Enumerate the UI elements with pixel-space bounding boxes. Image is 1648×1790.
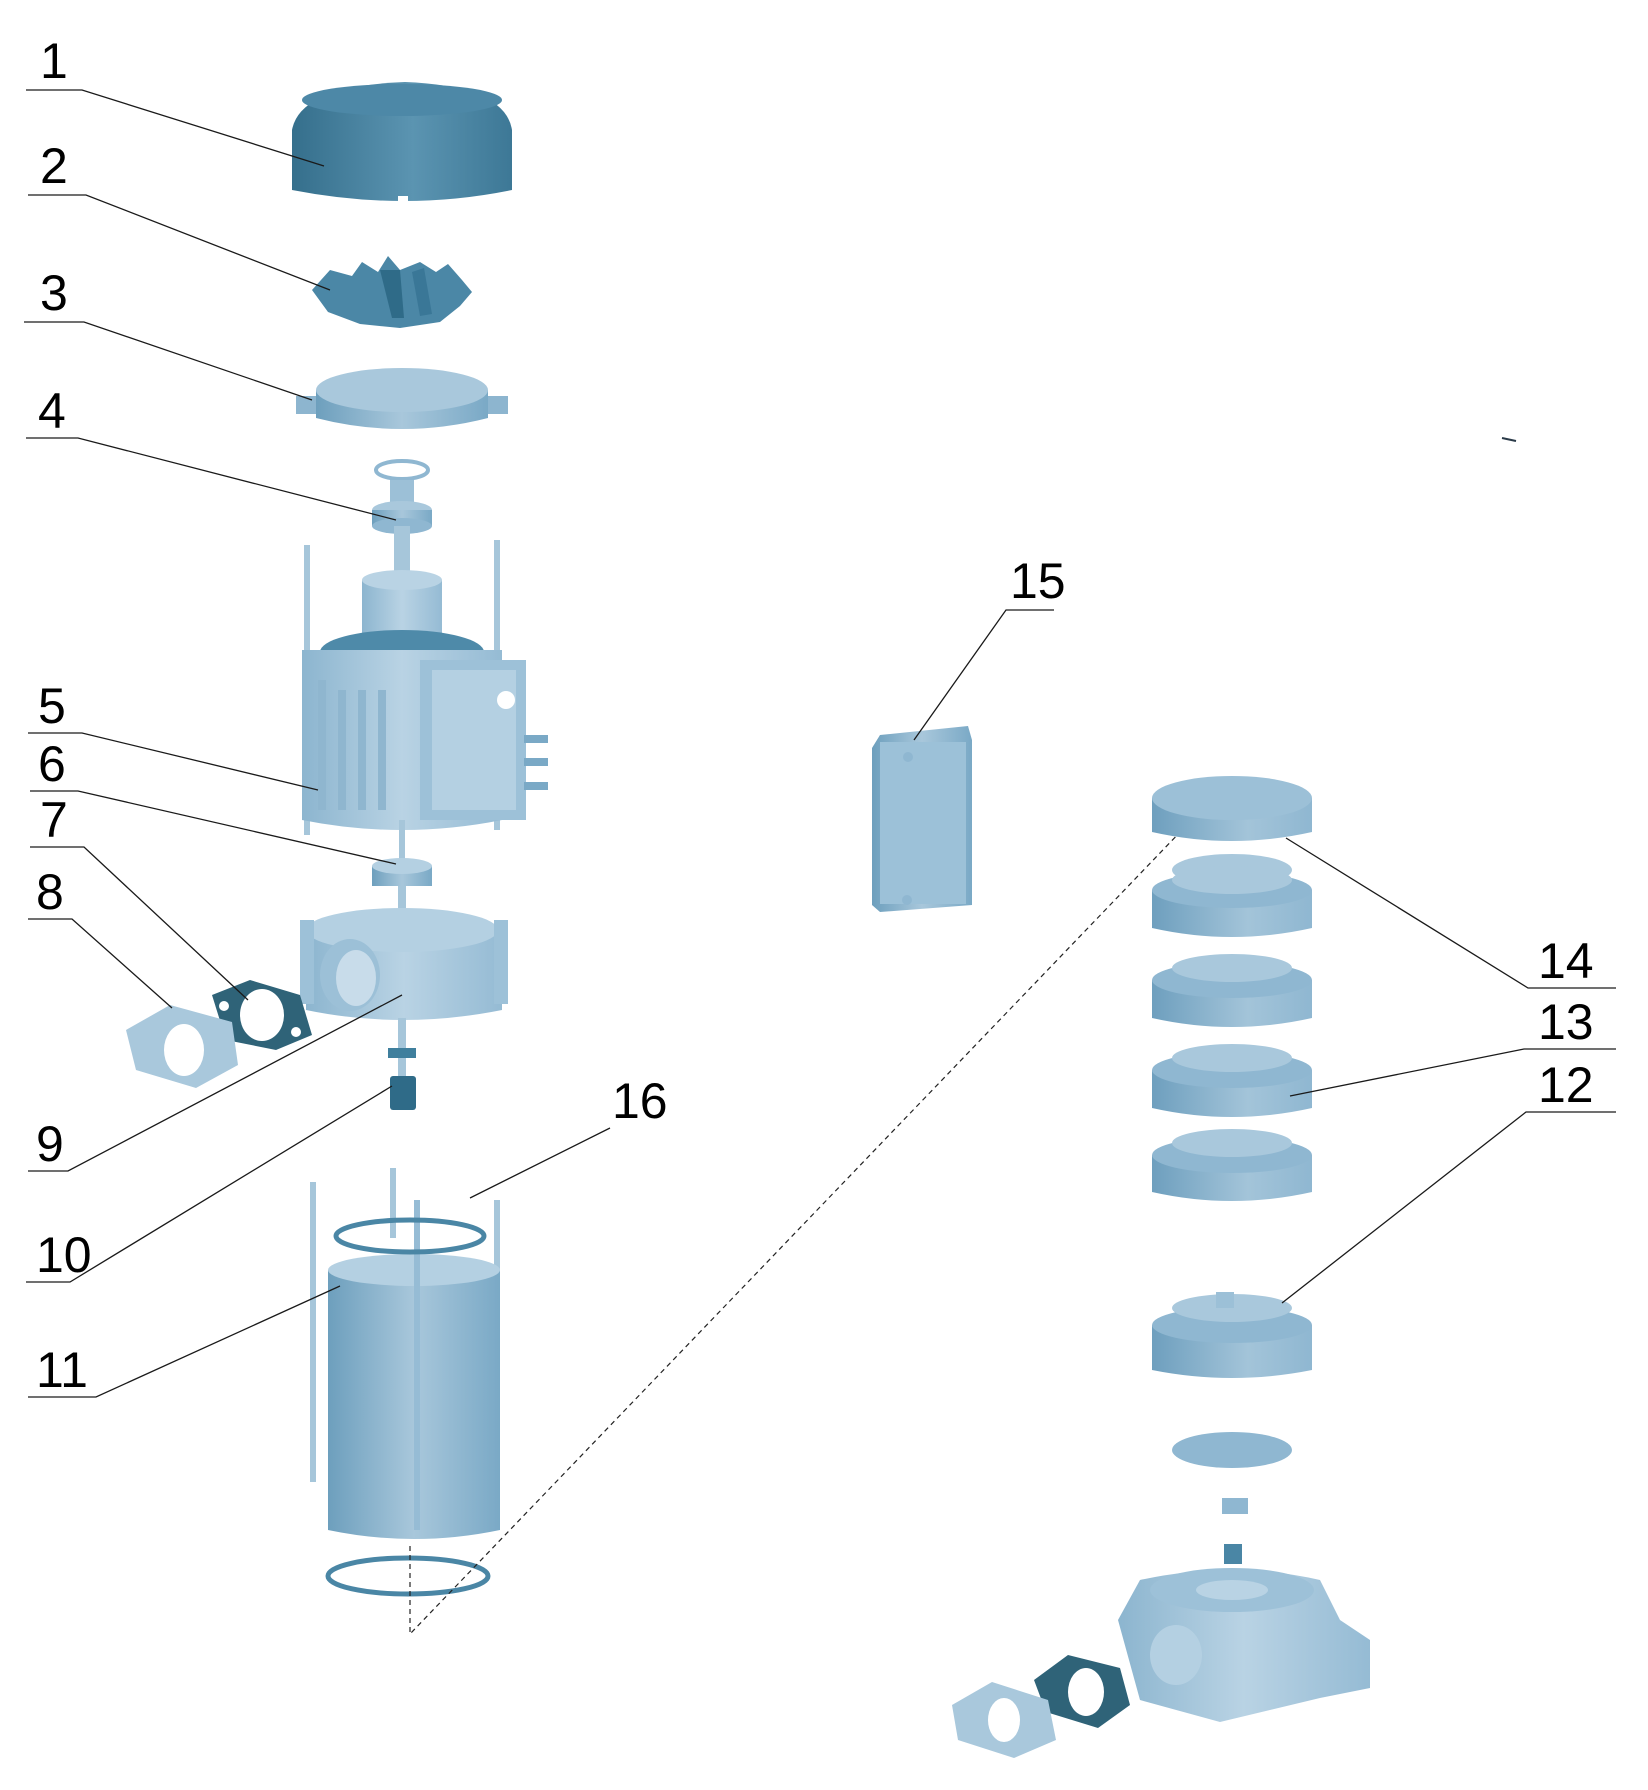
pump-head-part xyxy=(300,908,508,1048)
impeller-stage-bottom-part xyxy=(1152,1292,1312,1378)
pump-base-part xyxy=(1118,1568,1370,1722)
callout-16: 16 xyxy=(612,1073,668,1129)
leader-lines xyxy=(24,89,1616,1398)
lower-bearing-part xyxy=(372,858,432,916)
leader-9 xyxy=(28,994,403,1172)
diffuser-stack-part xyxy=(1152,776,1312,1201)
callout-12: 12 xyxy=(1538,1057,1594,1113)
callout-2: 2 xyxy=(40,138,68,194)
leader-4 xyxy=(26,437,397,521)
callout-3: 3 xyxy=(40,265,68,321)
leader-16 xyxy=(469,1127,611,1199)
stray-mark xyxy=(1501,437,1517,442)
callout-6: 6 xyxy=(38,736,66,792)
o-ring-bottom-part xyxy=(325,1555,491,1597)
base-flange-gasket-part xyxy=(1034,1655,1130,1728)
callout-4: 4 xyxy=(38,383,66,439)
leader-11 xyxy=(28,1285,341,1398)
fan-cover-part xyxy=(292,82,512,202)
terminal-box-part xyxy=(872,726,972,912)
callout-labels: 1 2 3 4 5 6 7 8 9 10 11 16 15 14 13 12 xyxy=(36,33,1594,1398)
leader-13 xyxy=(1289,1048,1616,1097)
callout-14: 14 xyxy=(1538,933,1594,989)
leader-5 xyxy=(28,732,319,791)
callout-15: 15 xyxy=(1010,553,1066,609)
callout-8: 8 xyxy=(36,864,64,920)
stage-4 xyxy=(1152,1044,1312,1117)
upper-bearing-part xyxy=(372,459,432,586)
flange-part xyxy=(126,1005,238,1088)
leader-7 xyxy=(30,846,249,1001)
stage-2 xyxy=(1152,854,1312,937)
cooling-fan-part xyxy=(312,256,472,328)
callout-1: 1 xyxy=(40,33,68,89)
flange-gasket-part xyxy=(212,980,312,1050)
stage-3 xyxy=(1152,954,1312,1027)
leader-3 xyxy=(24,321,313,401)
callout-10: 10 xyxy=(36,1227,92,1283)
callout-9: 9 xyxy=(36,1116,64,1172)
leader-6 xyxy=(30,790,397,865)
leader-8 xyxy=(28,918,173,1009)
motor-body-part xyxy=(302,540,548,860)
callout-7: 7 xyxy=(40,792,68,848)
motor-end-cover-part xyxy=(296,368,508,429)
outer-sleeve-part xyxy=(310,1168,500,1539)
callout-5: 5 xyxy=(38,678,66,734)
leader-1 xyxy=(26,89,325,167)
mechanical-seal-part xyxy=(388,1048,416,1110)
bushing-part xyxy=(1222,1498,1248,1564)
leader-12 xyxy=(1281,1111,1616,1304)
stage-5 xyxy=(1152,1129,1312,1201)
leader-2 xyxy=(28,194,331,291)
assembly-connection-line xyxy=(409,776,1237,1636)
wear-plate-part xyxy=(1172,1432,1292,1468)
leader-14 xyxy=(1285,837,1616,989)
callout-13: 13 xyxy=(1538,994,1594,1050)
leader-10 xyxy=(26,1085,393,1283)
base-flange-part xyxy=(952,1682,1056,1758)
callout-11: 11 xyxy=(36,1342,88,1398)
stage-1 xyxy=(1152,776,1312,841)
o-ring-top-part xyxy=(333,1217,487,1255)
leader-15 xyxy=(913,609,1054,741)
